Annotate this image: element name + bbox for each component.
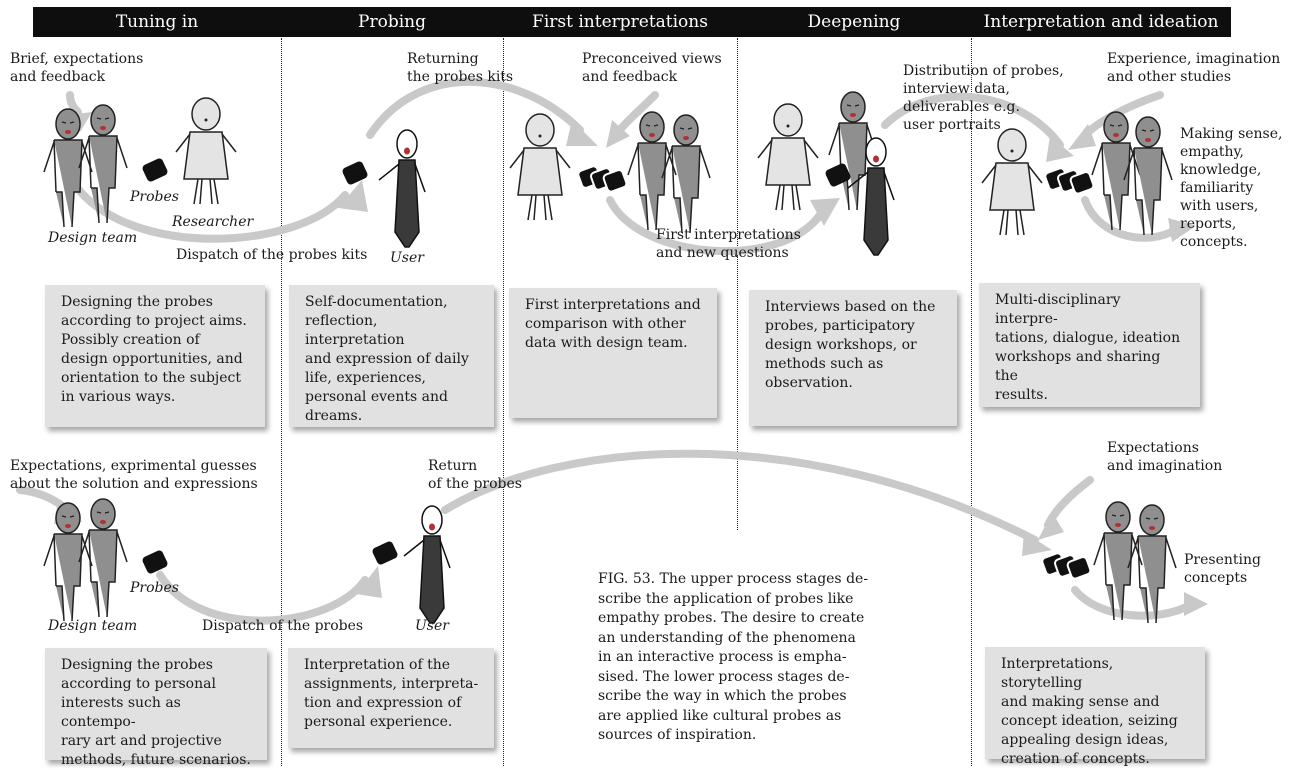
arrowhead-icon <box>1038 512 1064 540</box>
label-distribution: Distribution of probes, interview data, … <box>903 63 1064 133</box>
stage-interpretation-ideation: Interpretation and ideation <box>983 12 1219 32</box>
arrowhead-icon <box>606 120 630 148</box>
arrow-dispatch-kits <box>71 181 349 243</box>
stage-divider <box>971 38 972 766</box>
stage-divider <box>503 38 504 766</box>
researcher-figure <box>509 113 571 221</box>
label-preconceived: Preconceived views and feedback <box>582 51 722 85</box>
stage-box-interpretation-ideation: Multi-disciplinary interpre- tations, di… <box>979 283 1200 407</box>
stage-deepening: Deepening <box>807 12 901 32</box>
design-team-figure <box>1091 111 1141 231</box>
probe-kit-icon <box>371 540 399 566</box>
researcher-figure <box>175 97 237 205</box>
stage-box-tuning-in: Designing the probes according to projec… <box>45 285 265 427</box>
stage-box-first-interpretations: First interpretations and comparison wit… <box>509 288 717 418</box>
stage-box-probing-lower: Interpretation of the assignments, inter… <box>288 648 494 748</box>
label-brief: Brief, expectations and feedback <box>10 51 144 85</box>
arrowhead-icon <box>356 566 382 598</box>
label-first-interp: First interpretations and new questions <box>656 227 801 261</box>
arrow-brief <box>66 91 82 116</box>
design-team-figure <box>78 104 128 224</box>
stage-box-deepening: Interviews based on the probes, particip… <box>749 290 957 426</box>
probes-stack-icon <box>576 164 629 194</box>
label-probes: Probes <box>130 189 179 205</box>
arrowhead-icon <box>1168 218 1196 242</box>
label-researcher: Researcher <box>172 214 254 230</box>
user-figure <box>403 505 451 624</box>
arrowhead-icon <box>338 180 368 212</box>
arrowhead-icon <box>1022 532 1052 556</box>
arrowhead-icon <box>566 120 598 146</box>
label-user: User <box>415 618 449 634</box>
stage-header-bar <box>33 7 1231 37</box>
label-user: User <box>390 250 424 266</box>
arrow-presenting <box>1071 586 1194 620</box>
figure-caption: FIG. 53. The upper process stages de- sc… <box>598 571 869 743</box>
stage-divider <box>281 38 282 766</box>
stage-first-interpretations: First interpretations <box>532 12 708 32</box>
arrow-return-kits <box>366 77 584 139</box>
arrowhead-icon <box>1068 124 1096 150</box>
design-team-figure <box>1123 116 1173 236</box>
arrow-return-probes <box>441 449 1039 544</box>
user-figure <box>378 129 426 248</box>
stage-box-probing: Self-documentation, reflection, interpre… <box>289 285 494 427</box>
label-expectations: Expectations, exprimental guesses about … <box>10 458 258 492</box>
label-presenting: Presenting concepts <box>1184 552 1261 586</box>
arrow-dispatch-probes <box>156 571 369 625</box>
label-probes: Probes <box>130 580 179 596</box>
label-return-probes: Return of the probes <box>428 458 522 492</box>
researcher-figure <box>757 103 819 211</box>
design-team-figure <box>1093 501 1143 621</box>
probes-stack-icon <box>1040 551 1093 581</box>
stage-box-ideation-lower: Interpretations, storytelling and making… <box>985 647 1205 767</box>
design-team-figure <box>1127 504 1177 624</box>
arrow-first-interp <box>606 196 824 256</box>
label-making-sense: Making sense, empathy, knowledge, famili… <box>1180 126 1283 250</box>
arrowhead-icon <box>1046 136 1074 162</box>
probe-kit-icon <box>141 157 169 183</box>
label-dispatch-probes: Dispatch of the probes <box>202 618 364 634</box>
probe-kit-icon <box>341 160 369 186</box>
arrowhead-icon <box>1184 592 1208 616</box>
design-team-figure <box>661 114 711 234</box>
design-team-figure <box>627 111 677 231</box>
label-dispatch-kits: Dispatch of the probes kits <box>176 247 368 263</box>
stage-box-tuning-in-lower: Designing the probes according to person… <box>45 648 267 768</box>
arrowhead-icon <box>810 198 840 226</box>
label-design-team: Design team <box>48 230 138 246</box>
probe-kit-icon <box>141 549 169 575</box>
design-team-figure <box>78 498 128 618</box>
stage-divider <box>737 38 738 530</box>
label-experience: Experience, imagination and other studie… <box>1107 51 1281 85</box>
label-returning-kits: Returning the probes kits <box>407 51 514 85</box>
label-design-team: Design team <box>48 618 138 634</box>
researcher-figure <box>981 128 1043 236</box>
arrow-making-sense <box>1081 196 1179 242</box>
label-expectations-imagination: Expectations and imagination <box>1107 440 1223 474</box>
stage-tuning-in: Tuning in <box>115 12 199 32</box>
design-team-figure <box>43 108 93 228</box>
probes-stack-icon <box>1043 166 1096 196</box>
design-team-figure <box>43 502 93 622</box>
stage-probing: Probing <box>358 12 426 32</box>
arrow-distribution <box>881 92 1064 149</box>
